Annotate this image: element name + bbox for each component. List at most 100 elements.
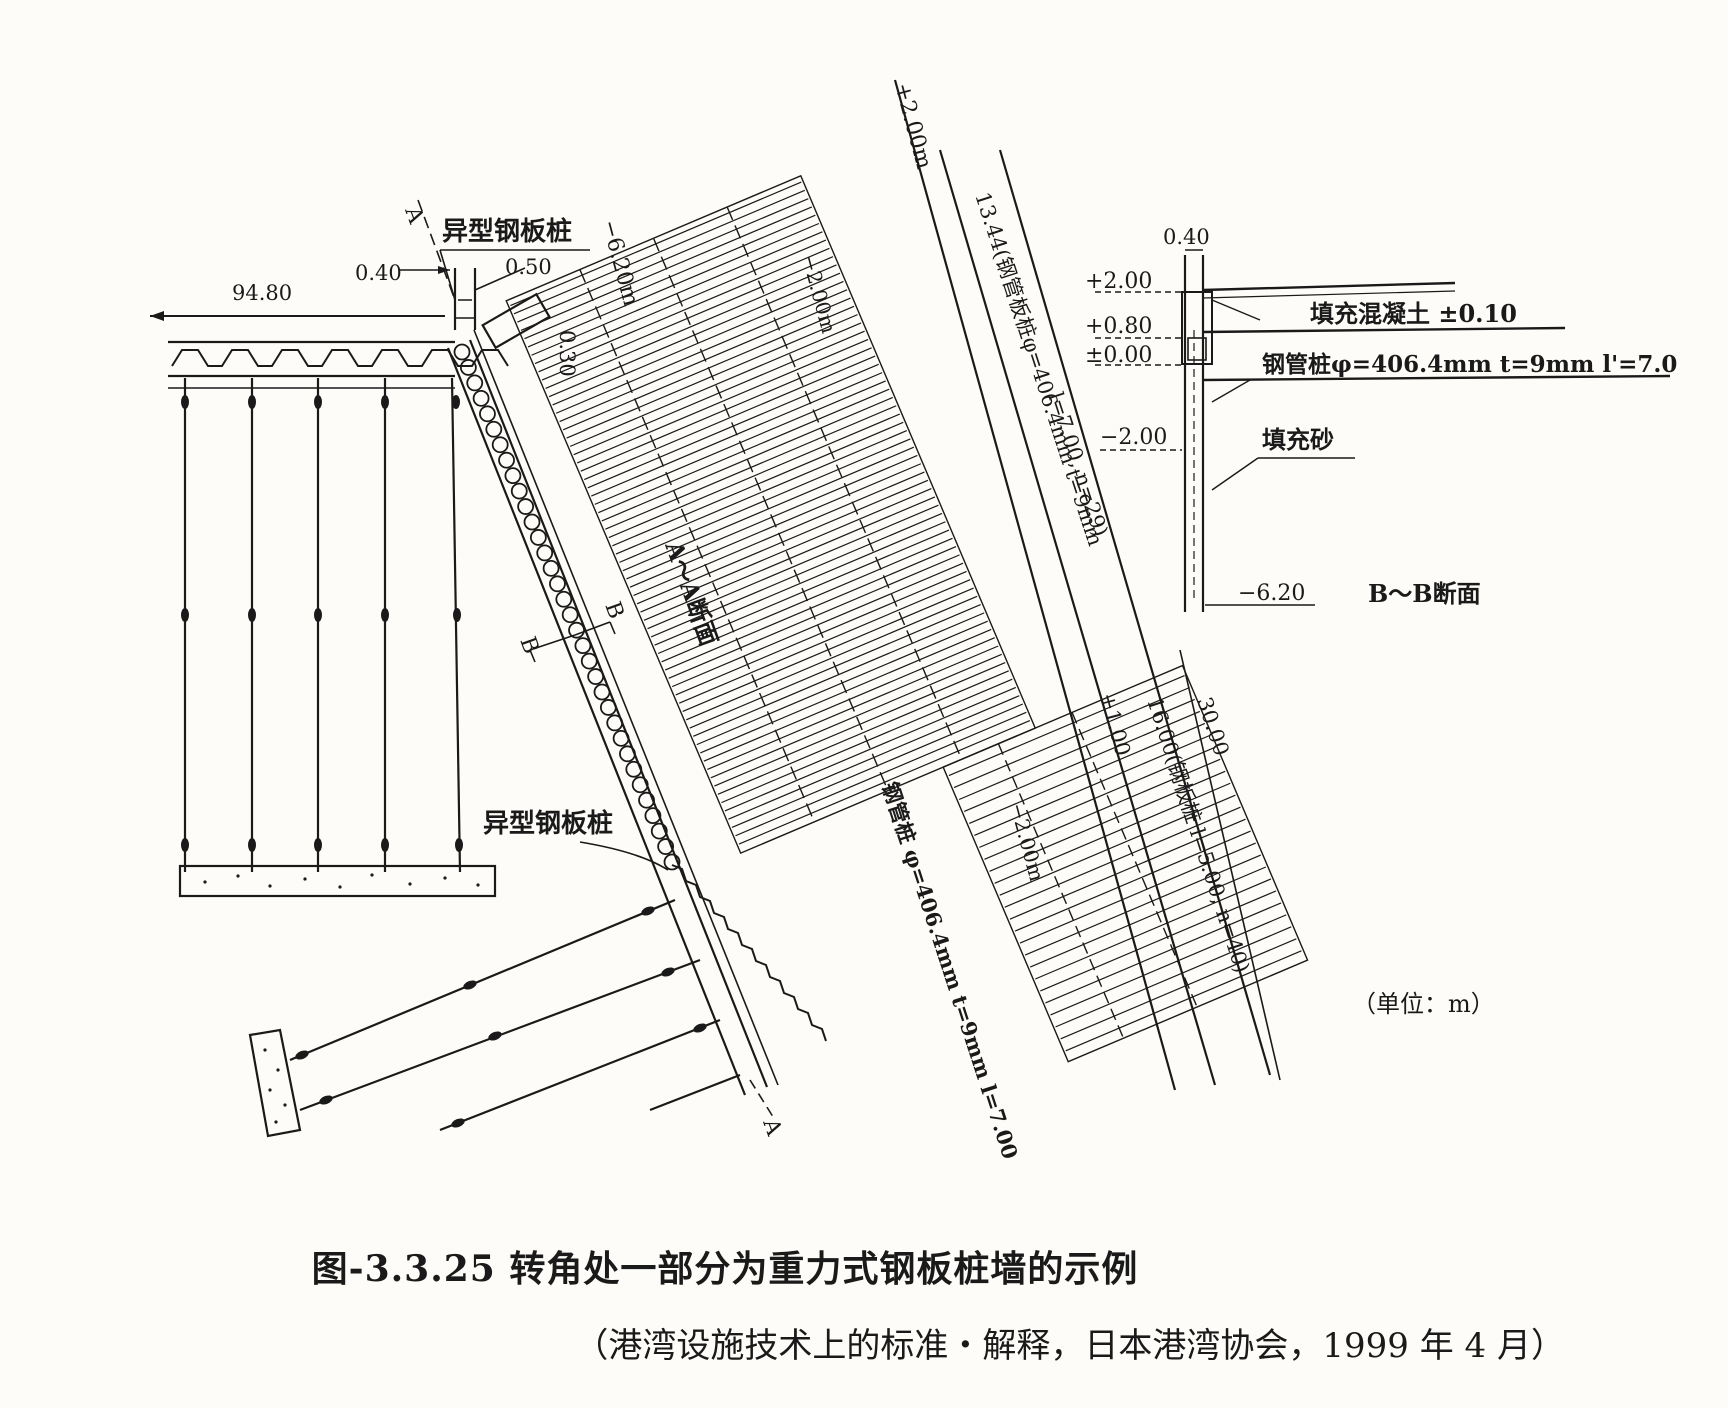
left-plan: 94.80 <box>150 199 590 898</box>
lower-anchor-beam <box>248 1028 302 1138</box>
elev-minus200-a-label: −2.00m <box>797 252 841 336</box>
pipe-pile-circle <box>599 699 617 716</box>
section-a-top-label: A <box>399 203 429 228</box>
pipe-pile-circle <box>529 529 547 546</box>
elev-minus200-b-label: −2.00m <box>1005 800 1049 884</box>
special-sheet-pile-bottom-label: 异型钢板桩 <box>483 808 613 839</box>
pipe-pile-circle <box>536 544 554 562</box>
elev-top-plus2-label: +2.00m <box>889 80 936 172</box>
pipe-pile-circles <box>453 343 681 871</box>
pipe-pile-circle <box>593 683 611 701</box>
pipe-pile-circle <box>580 652 598 670</box>
pipe-pile-circle <box>504 467 522 485</box>
steel-pipe-pile-label: 钢管桩 φ=406.4mm t=9mm l=7.00 <box>877 779 1023 1162</box>
hatch-line <box>717 670 1010 795</box>
bb-concrete-fill-label: 填充混凝土 ±0.10 <box>1310 299 1517 328</box>
bb-sand-fill-label: 填充砂 <box>1262 425 1334 454</box>
hatch-line <box>1009 818 1246 920</box>
hatch-line <box>654 521 946 646</box>
hatch-line <box>608 413 900 539</box>
pipe-pile-circle <box>555 590 573 608</box>
hatch-line <box>724 686 1017 812</box>
bb-elev-minus620-label: −6.20 <box>1238 581 1305 606</box>
pipe-pile-circle <box>498 451 515 469</box>
hatch-line <box>584 355 876 481</box>
pipe-pile-circle <box>657 838 675 855</box>
bb-elev-plus200-label: +2.00 <box>1085 269 1152 294</box>
hatch-line <box>569 322 862 447</box>
hatch-line <box>545 264 837 389</box>
hatch-lower-block <box>948 674 1302 1052</box>
hatch-line <box>948 674 1185 777</box>
pipe-pile-circle <box>517 498 535 515</box>
bb-section: 0.40 +2.00 +0.80 ±0.00 −2.00 −6.20 填充混凝土… <box>1085 225 1677 612</box>
hatch-line <box>710 653 1002 779</box>
figure-source: （港湾设施技术上的标准・解释，日本港湾协会，1999 年 4 月） <box>574 1326 1565 1366</box>
pipe-pile-circle <box>619 745 636 763</box>
lower-sheet-pile-profile <box>671 864 827 1042</box>
pipe-pile-circle <box>612 729 630 747</box>
dim-040-label: 0.40 <box>355 261 402 285</box>
hatch-line <box>1065 950 1302 1052</box>
elev-plus100-label: +1.00 <box>1095 690 1135 758</box>
hatch-line <box>979 746 1216 848</box>
pipe-pile-circle <box>625 760 643 778</box>
hatch-line <box>994 782 1231 884</box>
hatch-line <box>999 794 1236 896</box>
tie-rods-vertical <box>183 377 462 873</box>
hatch-line <box>984 758 1221 860</box>
hatch-line <box>615 430 908 555</box>
dim-9480-label: 94.80 <box>232 281 292 305</box>
pipe-pile-circle <box>491 436 509 454</box>
hatch-line <box>958 698 1195 801</box>
pipe-pile-circle <box>549 575 566 593</box>
hatch-line <box>640 488 932 613</box>
bb-width-label: 0.40 <box>1163 225 1210 249</box>
pipe-pile-circle <box>542 559 560 577</box>
special-sheet-pile-top-label: 异型钢板桩 <box>442 216 572 247</box>
hatch-line <box>678 579 971 704</box>
section-b-left-label: B <box>514 634 543 658</box>
tie-rods-diagonal <box>289 898 741 1132</box>
pipe-pile-circle <box>644 807 662 825</box>
figure-caption: 图-3.3.25 转角处一部分为重力式钢板桩墙的示例 <box>311 1248 1139 1290</box>
pipe-pile-circle <box>453 343 471 361</box>
hatch-line <box>1035 878 1272 980</box>
pipe-pile-circle <box>638 791 655 809</box>
hatch-line <box>1014 830 1251 932</box>
diagonal-pipe-pile-wall: B B A～A断面 异型钢板桩 A <box>248 329 827 1140</box>
hatch-line <box>686 595 978 721</box>
hatch-line <box>963 710 1201 813</box>
hatch-line <box>538 247 830 373</box>
pipe-pile-circle <box>568 621 585 639</box>
pipe-pile-circle <box>485 420 503 438</box>
hatch-line <box>974 734 1211 836</box>
pipe-pile-circle <box>574 637 592 655</box>
hatch-line <box>1060 938 1297 1040</box>
hatch-line <box>576 338 869 464</box>
hatch-line <box>1019 842 1256 944</box>
aa-section-label: A～A断面 <box>659 536 724 650</box>
pipe-pile-circle <box>663 853 681 871</box>
unit-label: （单位：m） <box>1352 990 1495 1018</box>
pipe-pile-circle <box>466 374 484 392</box>
hatch-line <box>1040 890 1277 992</box>
hatch-line <box>1055 926 1292 1028</box>
pipe-pile-circle <box>510 482 528 500</box>
hatch-line <box>953 686 1190 789</box>
pipe-pile-circle <box>479 405 496 423</box>
pipe-pile-circle <box>523 513 541 531</box>
pipe-pile-circle <box>631 776 649 794</box>
section-b-right-label: B <box>599 599 628 623</box>
hatch-line <box>1024 854 1262 956</box>
hatch-line <box>1004 806 1241 908</box>
pipe-pile-circle <box>459 359 477 376</box>
hatch-line <box>1029 866 1267 968</box>
bb-elev-plus080-label: +0.80 <box>1085 314 1152 339</box>
bb-pipe-pile-label: 钢管桩φ=406.4mm t=9mm l'=7.0 <box>1262 351 1677 378</box>
pipe-pile-circle <box>606 714 624 732</box>
section-a-bottom-label: A <box>757 1115 787 1140</box>
bb-elev-minus200-label: −2.00 <box>1100 425 1167 450</box>
